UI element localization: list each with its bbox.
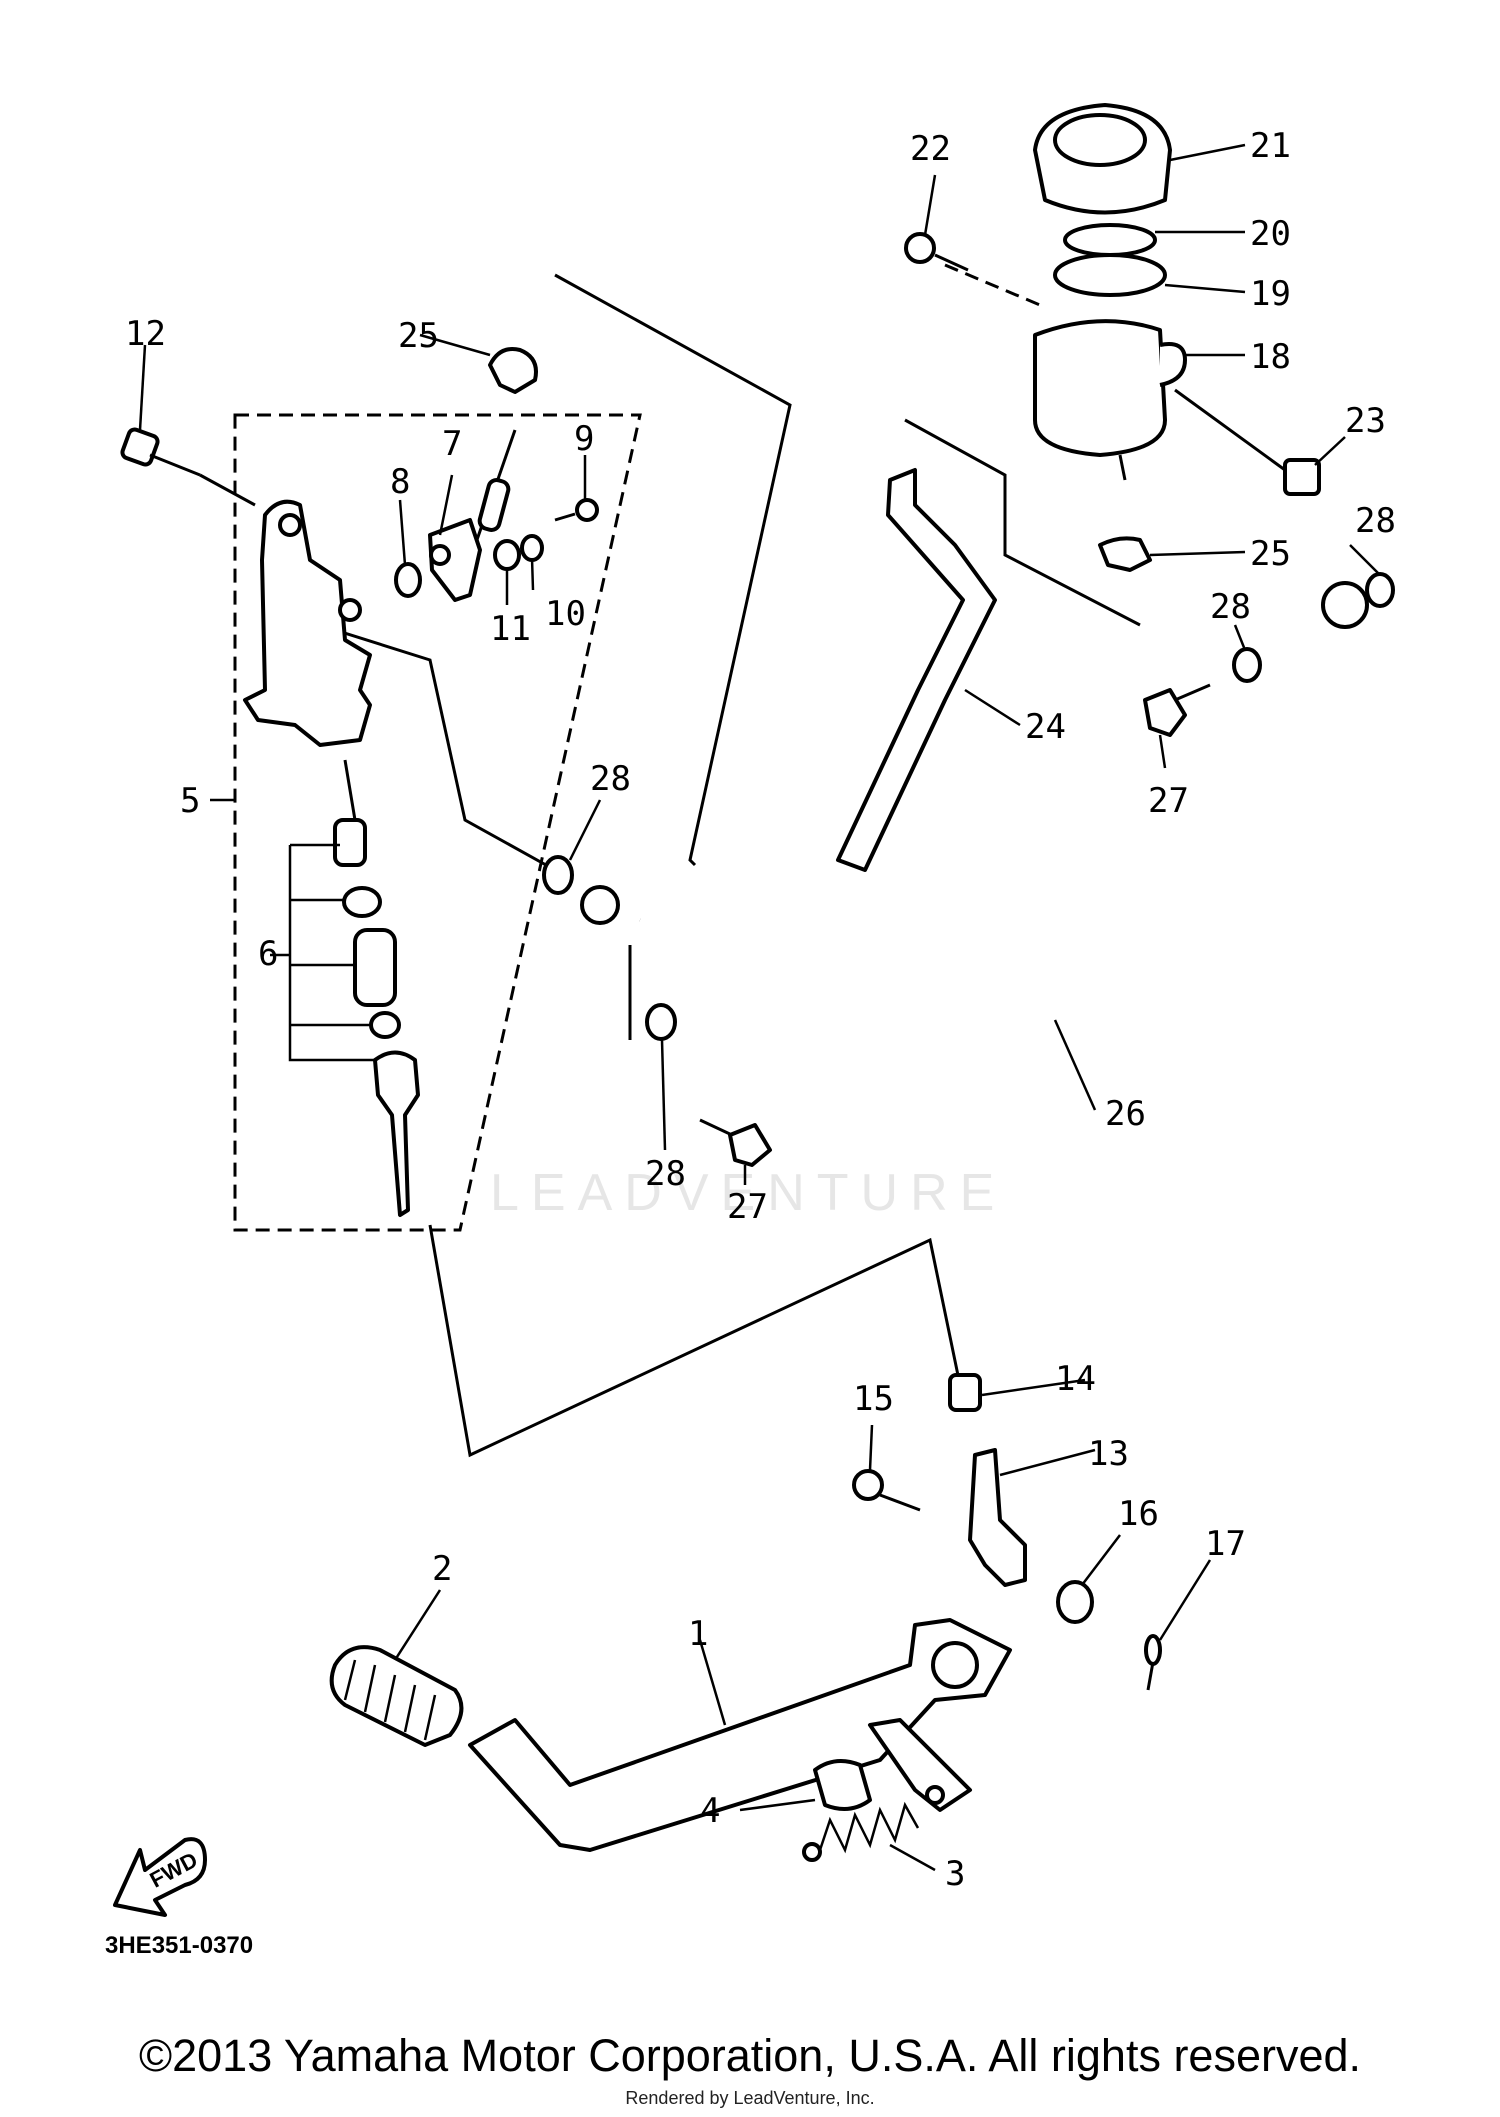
brake-hose-26 <box>580 581 1369 1025</box>
reservoir-bolt-line <box>944 263 1041 307</box>
callout-16: 16 <box>1118 1494 1159 1534</box>
watermark-text: LEADVENTURE <box>490 1164 1006 1222</box>
nut-14 <box>948 1373 982 1412</box>
clamp-25-lower <box>1098 536 1152 572</box>
cotter-pin-17 <box>1144 1634 1162 1691</box>
callout-6: 6 <box>258 934 278 974</box>
callout-24: 24 <box>1025 707 1066 747</box>
washer-11 <box>493 539 521 571</box>
callout-27-upper: 27 <box>1148 781 1189 821</box>
callout-28-right: 28 <box>1355 501 1396 541</box>
callout-28-lower: 28 <box>645 1154 686 1194</box>
hose-routing-line-upper <box>554 273 792 867</box>
bolt12-line <box>199 473 256 507</box>
washer-28-right <box>1365 572 1395 608</box>
callout-11: 11 <box>490 609 531 649</box>
washer-28-lower <box>645 1003 677 1041</box>
callout-22: 22 <box>910 129 951 169</box>
bolt-15 <box>852 1469 921 1512</box>
callout-25-upper: 25 <box>398 316 439 356</box>
callout-17: 17 <box>1205 1524 1246 1564</box>
callout-7: 7 <box>442 424 462 464</box>
callout-8: 8 <box>390 462 410 502</box>
callout-28-left: 28 <box>590 759 631 799</box>
reservoir-tank-18 <box>1033 319 1187 481</box>
clamp-25-upper <box>488 347 538 394</box>
callout-27-lower: 27 <box>727 1187 768 1227</box>
callout-14: 14 <box>1055 1359 1096 1399</box>
cylinder-kit-line <box>343 759 357 821</box>
washer-16 <box>1056 1580 1094 1624</box>
callout-numbers: 1 2 3 4 5 6 7 8 9 10 11 12 13 14 15 16 1… <box>125 126 1396 1894</box>
o-ring-8 <box>394 562 422 598</box>
callout-12: 12 <box>125 314 166 354</box>
washer-10 <box>520 534 544 562</box>
diagram-code: 3HE351-0370 <box>105 1932 253 1959</box>
callout-23: 23 <box>1345 401 1386 441</box>
callout-leaders <box>138 143 1381 1872</box>
callout-21: 21 <box>1250 126 1291 166</box>
screw-9 <box>554 498 599 522</box>
callout-3: 3 <box>945 1854 965 1894</box>
fwd-arrow-icon: FWD <box>113 1837 207 1917</box>
callout-9: 9 <box>574 419 594 459</box>
callout-4: 4 <box>700 1791 720 1831</box>
brake-pedal-1 <box>468 1618 1012 1852</box>
callout-2: 2 <box>432 1549 452 1589</box>
clevis-13 <box>968 1448 1027 1587</box>
return-spring-3 <box>802 1801 920 1862</box>
washer-28-mid <box>1232 647 1262 683</box>
callout-26: 26 <box>1105 1094 1146 1134</box>
callout-19: 19 <box>1250 274 1291 314</box>
rendered-by-notice: Rendered by LeadVenture, Inc. <box>625 2088 875 2108</box>
cylinder-kit-6 <box>270 818 420 1217</box>
reservoir-cap-21 <box>1033 103 1172 215</box>
callout-1: 1 <box>688 1614 708 1654</box>
bolt-22 <box>904 232 969 272</box>
callout-25-lower: 25 <box>1250 534 1291 574</box>
hose-routing-line-reservoir <box>904 418 1141 627</box>
callout-15: 15 <box>853 1379 894 1419</box>
collar-4 <box>813 1759 872 1811</box>
banjo-bolt-27-lower <box>699 1118 772 1167</box>
nut23-line <box>1174 388 1286 472</box>
reservoir-hose-24 <box>836 468 997 872</box>
master-cylinder-assembly-box <box>233 413 642 1232</box>
callout-10: 10 <box>545 594 586 634</box>
banjo-bolt-27-upper <box>1143 683 1211 737</box>
pedal-rubber-2 <box>329 1645 464 1747</box>
diaphragm-20 <box>1063 223 1157 257</box>
diaphragm-plate-19 <box>1053 253 1167 297</box>
copyright-notice: ©2013 Yamaha Motor Corporation, U.S.A. A… <box>138 2030 1362 2081</box>
bolt-12 <box>120 427 201 477</box>
pushrod-routing-line <box>428 1224 962 1458</box>
callout-5: 5 <box>180 781 200 821</box>
hose-fitting-7 <box>428 478 511 602</box>
callout-20: 20 <box>1250 214 1291 254</box>
nut-23 <box>1283 458 1321 496</box>
callout-18: 18 <box>1250 337 1291 377</box>
washer-28-left <box>542 855 574 895</box>
banjo-routing-line <box>334 628 556 872</box>
callout-28-mid: 28 <box>1210 587 1251 627</box>
master-cylinder-body <box>243 499 372 747</box>
callout-13: 13 <box>1088 1434 1129 1474</box>
